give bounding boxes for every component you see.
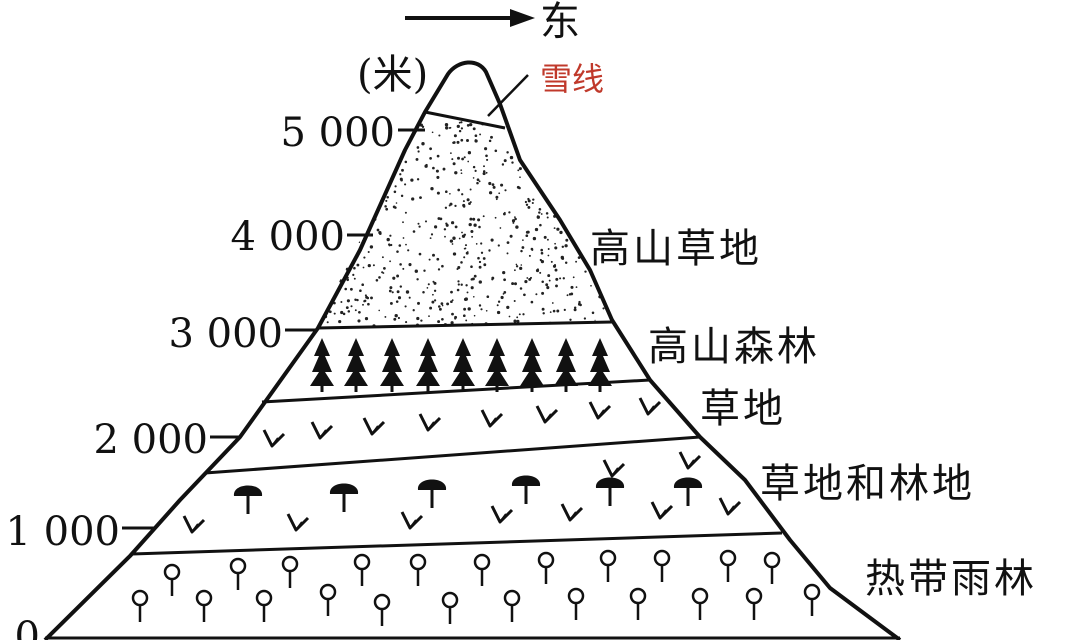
grass-icon	[535, 405, 559, 424]
direction-label: 东	[540, 0, 580, 45]
conifer-icon	[310, 338, 334, 392]
rainforest-tree-icon	[195, 589, 213, 622]
tick-label-5000: 5 000	[280, 110, 395, 156]
conifer-icon	[380, 338, 404, 392]
grass-icon	[718, 497, 742, 516]
rainforest-tree-icon	[567, 587, 585, 620]
grass-icon	[650, 501, 674, 520]
axis-unit-label: (米)	[357, 52, 428, 98]
broadleaf-tree-icon	[511, 475, 541, 504]
grass-icon	[490, 505, 514, 524]
mountain-outline	[43, 60, 902, 640]
elevation-axis: 5 000 4 000 3 000 2 000 1 000 0	[5, 110, 425, 640]
rainforest-tree-icon	[691, 587, 709, 620]
broadleaf-tree-icon	[417, 479, 447, 508]
conifer-icon	[416, 338, 440, 392]
grass-icon	[588, 401, 612, 420]
grass-icon	[480, 409, 504, 428]
tick-label-2000: 2 000	[93, 417, 208, 463]
alpine-forest-symbols	[310, 338, 612, 392]
rainforest-tree-icon	[441, 591, 459, 624]
conifer-icon	[451, 338, 475, 392]
right-arrow-icon	[405, 9, 535, 27]
conifer-icon	[344, 338, 368, 392]
broadleaf-tree-icon	[329, 483, 359, 512]
rainforest-symbols	[131, 549, 821, 626]
zone-label-alpine-meadow: 高山草地	[590, 226, 762, 272]
conifer-icon	[520, 338, 544, 392]
tick-label-3000: 3 000	[168, 311, 283, 357]
rainforest-tree-icon	[473, 553, 491, 586]
grass-icon	[262, 429, 286, 448]
conifer-icon	[554, 338, 578, 392]
zone-boundaries	[45, 320, 900, 640]
tick-label-0: 0	[15, 614, 40, 640]
rainforest-tree-icon	[131, 589, 149, 622]
snow-line-leader	[487, 74, 529, 117]
snow-line-label: 雪线	[540, 60, 604, 98]
grass-woodland-symbols	[182, 451, 742, 534]
rainforest-tree-icon	[353, 553, 371, 586]
rainforest-tree-icon	[409, 553, 427, 586]
zone-label-alpine-forest: 高山森林	[648, 324, 820, 370]
rainforest-tree-icon	[719, 549, 737, 582]
rainforest-tree-icon	[503, 589, 521, 622]
tick-label-1000: 1 000	[5, 509, 120, 555]
grass-icon	[400, 511, 424, 530]
conifer-icon	[485, 338, 509, 392]
grass-icon	[602, 459, 626, 478]
conifer-icon	[588, 338, 612, 392]
rainforest-tree-icon	[653, 549, 671, 582]
grass-icon	[638, 397, 662, 416]
broadleaf-tree-icon	[233, 485, 263, 514]
grass-icon	[182, 515, 206, 534]
rainforest-tree-icon	[763, 551, 781, 584]
rainforest-tree-icon	[599, 549, 617, 582]
rainforest-tree-icon	[373, 593, 391, 626]
rainforest-tree-icon	[163, 563, 181, 596]
zone-label-grassland: 草地	[700, 386, 786, 432]
rainforest-tree-icon	[255, 589, 273, 622]
grass-icon	[362, 417, 386, 436]
snow-line: 雪线	[424, 60, 604, 130]
zone-labels: 高山草地 高山森林 草地 草地和林地 热带雨林	[590, 226, 1037, 602]
rainforest-tree-icon	[803, 583, 821, 616]
rainforest-tree-icon	[537, 551, 555, 584]
grass-icon	[310, 421, 334, 440]
grass-icon	[286, 513, 310, 532]
east-direction-indicator: 东	[405, 0, 580, 45]
broadleaf-tree-icon	[595, 477, 625, 506]
grass-icon	[418, 413, 442, 432]
broadleaf-tree-icon	[673, 477, 703, 506]
grass-icon	[678, 451, 702, 470]
zone-label-rainforest: 热带雨林	[865, 556, 1037, 602]
grass-icon	[560, 503, 584, 522]
rainforest-tree-icon	[745, 587, 763, 620]
rainforest-tree-icon	[319, 583, 337, 616]
rainforest-tree-icon	[629, 587, 647, 620]
zone-label-grass-woodland: 草地和林地	[760, 461, 975, 507]
rainforest-tree-icon	[229, 557, 247, 590]
grassland-symbols	[262, 397, 662, 448]
rainforest-tree-icon	[281, 555, 299, 588]
tick-label-4000: 4 000	[230, 214, 345, 260]
